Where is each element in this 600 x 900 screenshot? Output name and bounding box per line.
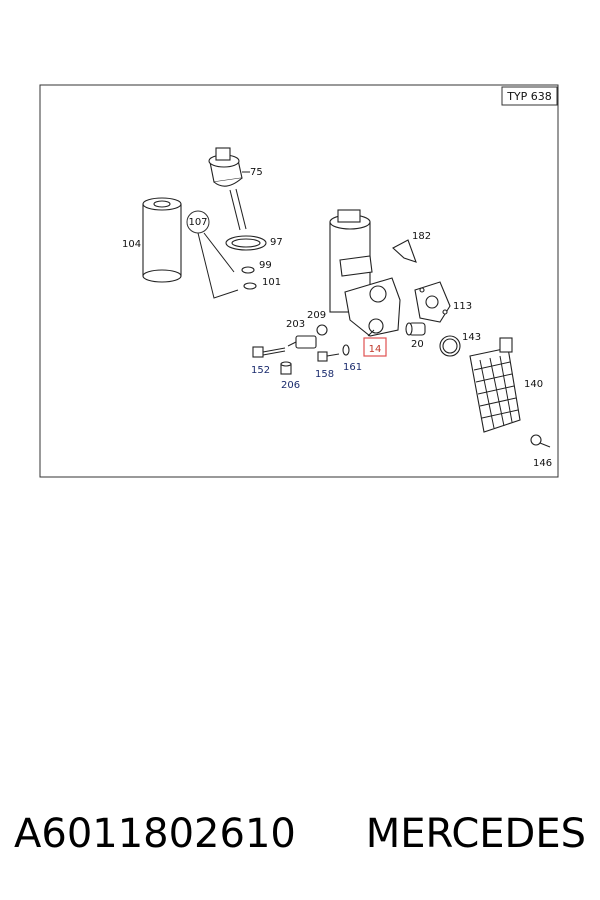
part-oil-filter-housing — [329, 209, 401, 337]
part-screw-158 — [317, 351, 340, 362]
label-152: 152 — [251, 365, 270, 376]
part-oil-filter-cap — [208, 147, 250, 231]
part-bolt-152 — [252, 346, 286, 358]
type-badge: TYP 638 — [501, 86, 558, 106]
label-143: 143 — [462, 332, 481, 343]
label-113: 113 — [453, 301, 472, 312]
type-badge-text: TYP 638 — [506, 90, 552, 103]
label-203: 203 — [286, 319, 305, 330]
label-97: 97 — [270, 237, 283, 248]
part-washer-161 — [342, 344, 350, 356]
label-20: 20 — [411, 339, 424, 350]
part-valve-203 — [287, 335, 317, 349]
label-107: 107 — [188, 217, 207, 228]
caption-bar: A6011802610 MERCEDES — [0, 804, 600, 864]
label-140: 140 — [524, 379, 543, 390]
label-104: 104 — [122, 239, 141, 250]
label-158: 158 — [315, 369, 334, 380]
label-206: 206 — [281, 380, 300, 391]
part-plug-206 — [280, 361, 292, 375]
diagram-frame — [39, 84, 559, 478]
brand-name: MERCEDES — [365, 811, 586, 857]
part-filter-element — [142, 197, 182, 283]
part-sleeve-20 — [405, 322, 426, 336]
part-seal-101 — [243, 282, 257, 290]
label-14: 14 — [369, 344, 382, 355]
label-146: 146 — [533, 458, 552, 469]
part-gasket-113 — [414, 281, 451, 323]
part-bolt-146 — [530, 434, 551, 448]
part-bracket-182 — [392, 239, 417, 263]
label-161: 161 — [343, 362, 362, 373]
part-number: A6011802610 — [14, 811, 296, 857]
label-101: 101 — [262, 277, 281, 288]
label-182: 182 — [412, 231, 431, 242]
part-washer-209 — [316, 324, 328, 336]
label-75: 75 — [250, 167, 263, 178]
highlight-box-part-14 — [363, 337, 387, 357]
label-209: 209 — [307, 310, 326, 321]
label-99: 99 — [259, 260, 272, 271]
part-oil-cooler — [469, 337, 521, 433]
part-seal-99 — [241, 266, 255, 274]
